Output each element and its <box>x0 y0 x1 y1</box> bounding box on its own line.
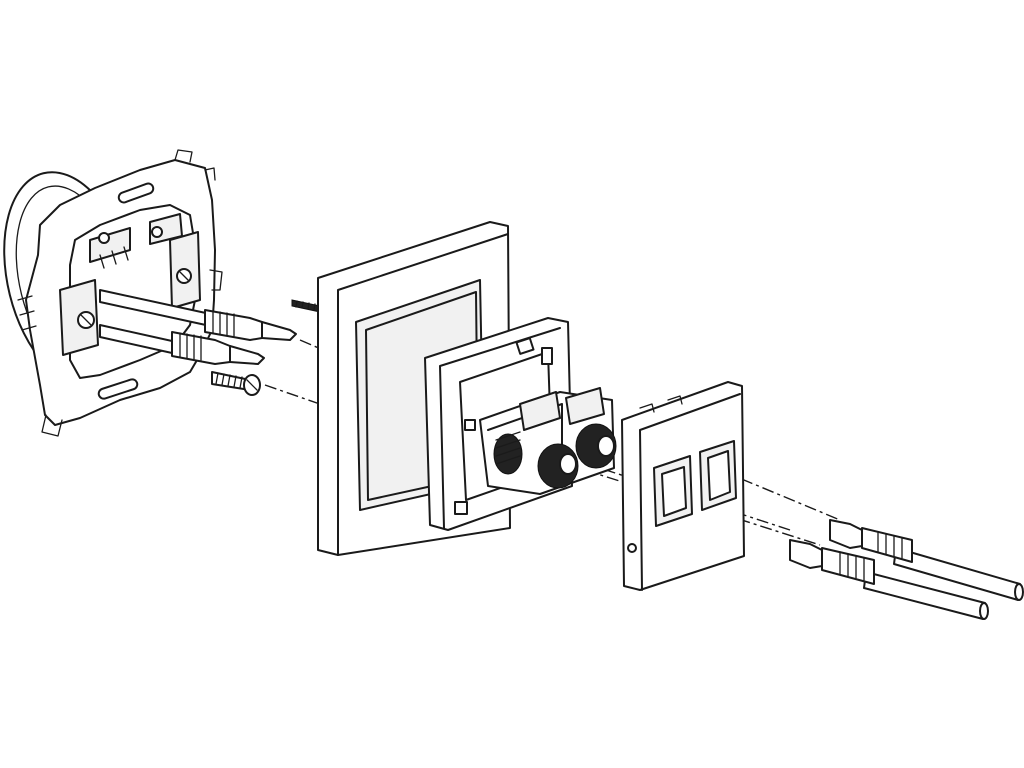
cover-plate <box>621 381 745 591</box>
threaded-pin <box>291 299 321 313</box>
speaker-wires-left <box>99 289 297 365</box>
fixing-screw <box>211 371 261 396</box>
banana-plugs-right <box>789 519 1024 620</box>
speaker-terminal-module <box>479 387 617 495</box>
